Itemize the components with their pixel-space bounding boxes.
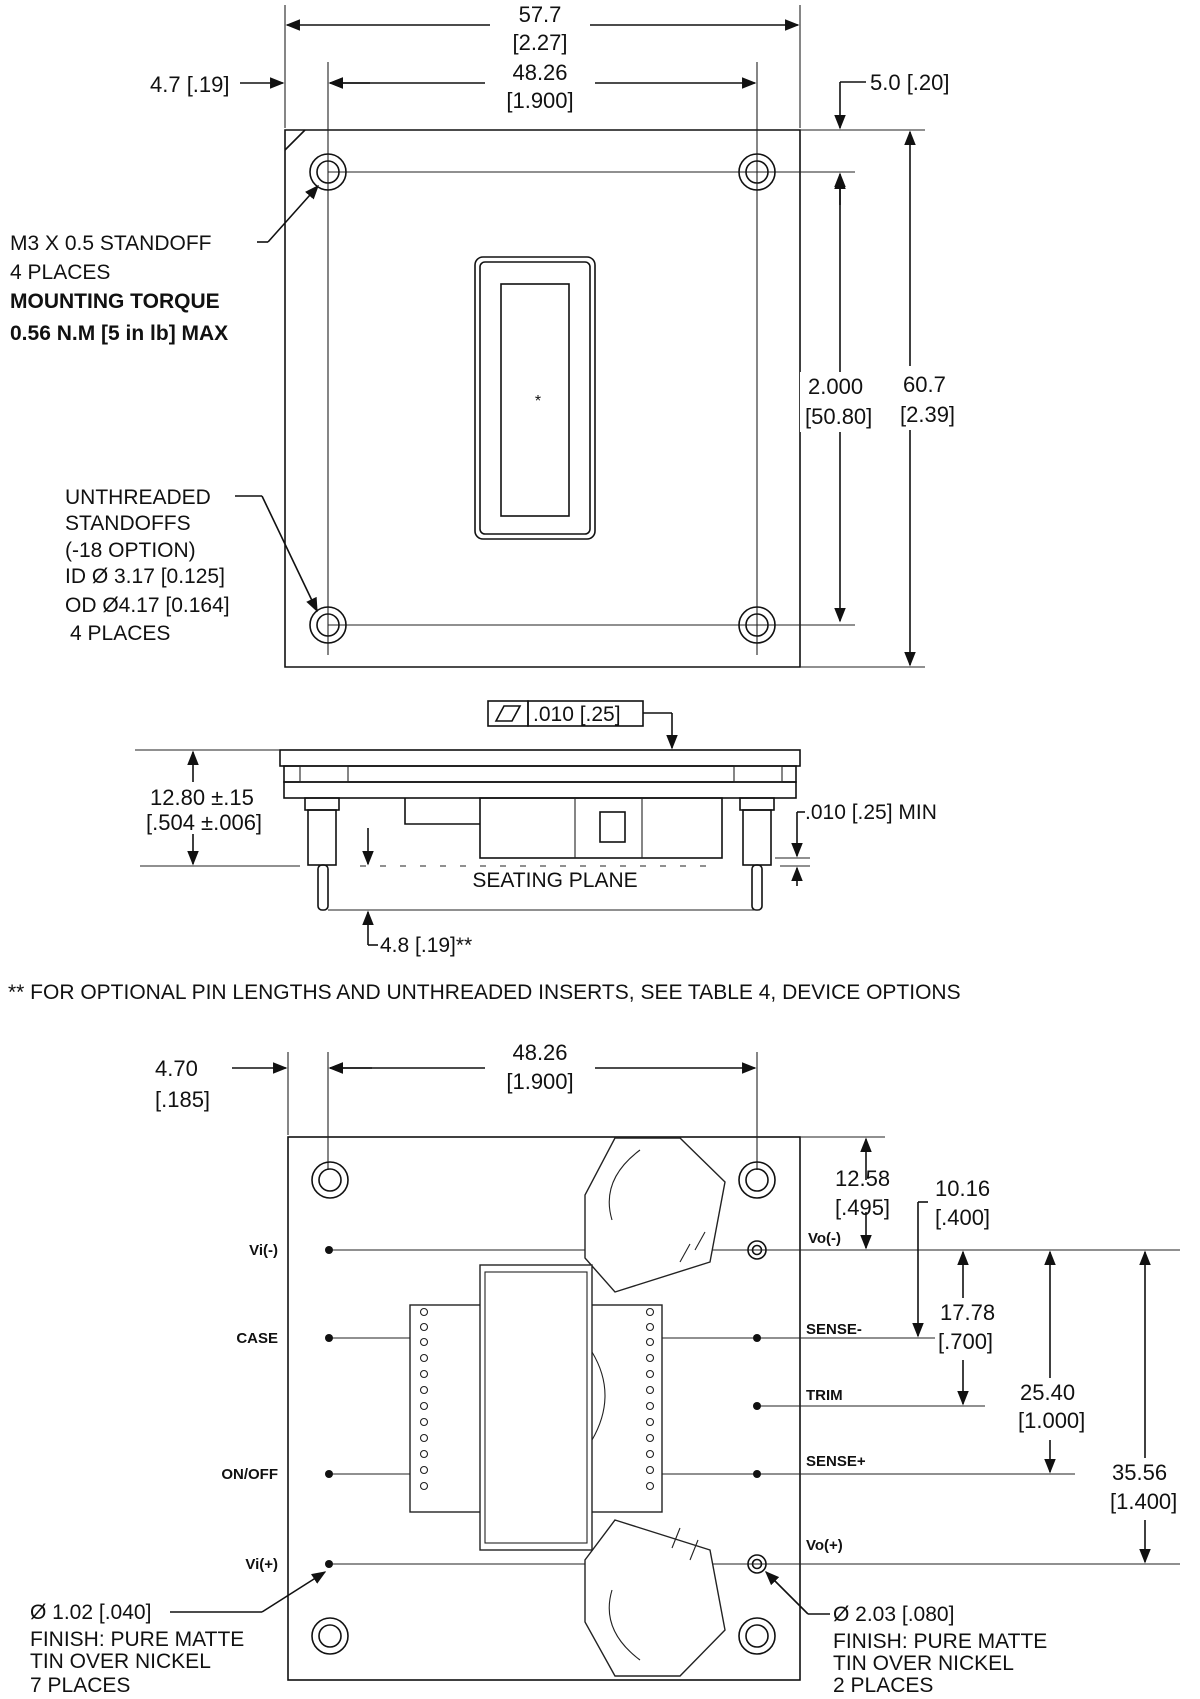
dim-1400: [1.400] — [1110, 1489, 1177, 1514]
flatness-callout: .010 [.25] — [487, 700, 678, 750]
bottom-view: 48.26 [1.900] 4.70 [.185] 12.58 [.495] 1… — [30, 1040, 1193, 1697]
height-in: [.504 ±.006] — [146, 810, 262, 835]
pin-label-sense-minus: SENSE- — [806, 1321, 862, 1338]
unthreaded-note-line6: 4 PLACES — [70, 622, 170, 645]
seating-plane-label: SEATING PLANE — [472, 869, 637, 892]
svg-text:TIN OVER NICKEL: TIN OVER NICKEL — [30, 1650, 211, 1673]
unthreaded-note-line5: OD Ø4.17 [0.164] — [65, 594, 230, 617]
standoff-note-line4: 0.56 N.M [5 in lb] MAX — [10, 322, 228, 345]
svg-text:ID Ø 3.17 [0.125]: ID Ø 3.17 [0.125] — [65, 565, 225, 588]
pin-note-large-line3: TIN OVER NICKEL — [833, 1652, 1014, 1675]
side-view: .010 [.25] SEATING PLANE — [135, 700, 937, 957]
dim-35-56: 35.56 — [1112, 1460, 1167, 1485]
lower-capacitor — [584, 1519, 726, 1677]
standoff-note-line1: M3 X 0.5 STANDOFF — [10, 232, 211, 255]
vertical-spacing-in: 2.000 — [808, 374, 863, 399]
pin-label-on-off: ON/OFF — [221, 1466, 278, 1483]
pin-label-vi-minus: Vi(-) — [249, 1242, 278, 1259]
unthreaded-note-line1: UNTHREADED — [65, 486, 211, 509]
footnote: ** FOR OPTIONAL PIN LENGTHS AND UNTHREAD… — [8, 981, 961, 1004]
standoff-note-line2: 4 PLACES — [10, 261, 110, 284]
top-center-component: * — [474, 256, 596, 540]
pin-label-vo-minus: Vo(-) — [808, 1230, 841, 1247]
pin-label-case: CASE — [236, 1330, 278, 1347]
side-components — [479, 797, 723, 859]
bottom-board-outline — [287, 1136, 801, 1681]
upper-capacitor — [584, 1137, 726, 1293]
height-nominal: 12.80 ±.15 — [150, 785, 254, 810]
side-standoffs — [304, 797, 775, 911]
unthreaded-note-line4: ID Ø 3.17 [0.125] — [65, 565, 225, 588]
svg-text:0.56 N.M [5 in lb] MAX: 0.56 N.M [5 in lb] MAX — [10, 322, 228, 345]
side-top-plate — [279, 749, 801, 767]
standoff-note-line3: MOUNTING TORQUE — [10, 290, 220, 313]
pin-label-sense-plus: SENSE+ — [806, 1453, 866, 1470]
top-view: 57.7 [2.27] 48.26 [1.900] 4.7 [.19] 5.0 … — [10, 2, 965, 668]
svg-text:MOUNTING TORQUE: MOUNTING TORQUE — [10, 290, 220, 313]
pin-label-vi-plus: Vi(+) — [245, 1556, 278, 1573]
dim-12-58: 12.58 — [835, 1166, 890, 1191]
svg-text:7 PLACES: 7 PLACES — [30, 1674, 130, 1697]
overall-height-mm: 60.7 — [903, 372, 946, 397]
unthreaded-note-line3: (-18 OPTION) — [65, 539, 196, 562]
edge-offset: 4.7 [.19] — [150, 72, 230, 97]
bottom-hole-spacing-mm: 48.26 — [512, 1040, 567, 1065]
svg-text:(-18 OPTION): (-18 OPTION) — [65, 539, 196, 562]
svg-text:FINISH: PURE MATTE: FINISH: PURE MATTE — [833, 1630, 1047, 1653]
hole-spacing-in: [1.900] — [506, 88, 573, 113]
bottom-pins — [325, 1240, 767, 1574]
svg-text:UNTHREADED: UNTHREADED — [65, 486, 211, 509]
pin-note-small-line1: Ø 1.02 [.040] — [30, 1601, 151, 1624]
dim-495: [.495] — [835, 1195, 890, 1220]
svg-text:M3 X 0.5 STANDOFF: M3 X 0.5 STANDOFF — [10, 232, 211, 255]
pin-note-large-line2: FINISH: PURE MATTE — [833, 1630, 1047, 1653]
svg-text:Ø 2.03 [.080]: Ø 2.03 [.080] — [833, 1603, 954, 1626]
pin-note-large-line1: Ø 2.03 [.080] — [833, 1603, 954, 1626]
bottom-edge-offset-mm: 4.70 — [155, 1056, 198, 1081]
pin-label-trim: TRIM — [806, 1387, 843, 1404]
pin-length: 4.8 [.19]** — [380, 934, 472, 957]
svg-text:2 PLACES: 2 PLACES — [833, 1674, 933, 1697]
svg-text:FINISH: PURE MATTE: FINISH: PURE MATTE — [30, 1628, 244, 1651]
bottom-hole-spacing-in: [1.900] — [506, 1069, 573, 1094]
pin-note-small-line2: FINISH: PURE MATTE — [30, 1628, 244, 1651]
top-offset: 5.0 [.20] — [870, 70, 950, 95]
top-board-outline — [284, 129, 801, 668]
pin-label-vo-plus: Vo(+) — [806, 1537, 843, 1554]
pin-note-small-line3: TIN OVER NICKEL — [30, 1650, 211, 1673]
dim-700: [.700] — [938, 1329, 993, 1354]
center-mark: * — [535, 393, 541, 410]
flatness-value: .010 [.25] — [533, 703, 621, 726]
svg-text:4 PLACES: 4 PLACES — [70, 622, 170, 645]
dim-400: [.400] — [935, 1205, 990, 1230]
overall-width-mm: 57.7 — [519, 2, 562, 27]
top-standoff-holes — [309, 153, 776, 644]
svg-text:TIN OVER NICKEL: TIN OVER NICKEL — [833, 1652, 1014, 1675]
overall-width-in: [2.27] — [512, 30, 567, 55]
svg-text:OD Ø4.17 [0.164]: OD Ø4.17 [0.164] — [65, 594, 230, 617]
vertical-spacing-mm: [50.80] — [805, 404, 872, 429]
svg-text:4 PLACES: 4 PLACES — [10, 261, 110, 284]
dim-10-16: 10.16 — [935, 1176, 990, 1201]
svg-text:STANDOFFS: STANDOFFS — [65, 512, 191, 535]
pin-note-small-line4: 7 PLACES — [30, 1674, 130, 1697]
side-pcb — [283, 781, 797, 799]
hole-spacing-mm: 48.26 — [512, 60, 567, 85]
bottom-edge-offset-in: [.185] — [155, 1087, 210, 1112]
svg-text:Ø 1.02 [.040]: Ø 1.02 [.040] — [30, 1601, 151, 1624]
overall-height-in: [2.39] — [900, 402, 955, 427]
dim-25-40: 25.40 — [1020, 1380, 1075, 1405]
bottom-magnetics — [409, 1264, 663, 1551]
bottom-standoff-holes — [311, 1161, 776, 1655]
pin-note-large-line4: 2 PLACES — [833, 1674, 933, 1697]
unthreaded-note-line2: STANDOFFS — [65, 512, 191, 535]
clearance-label: .010 [.25] MIN — [805, 801, 937, 824]
dim-1000: [1.000] — [1018, 1408, 1085, 1433]
dim-17-78: 17.78 — [940, 1300, 995, 1325]
